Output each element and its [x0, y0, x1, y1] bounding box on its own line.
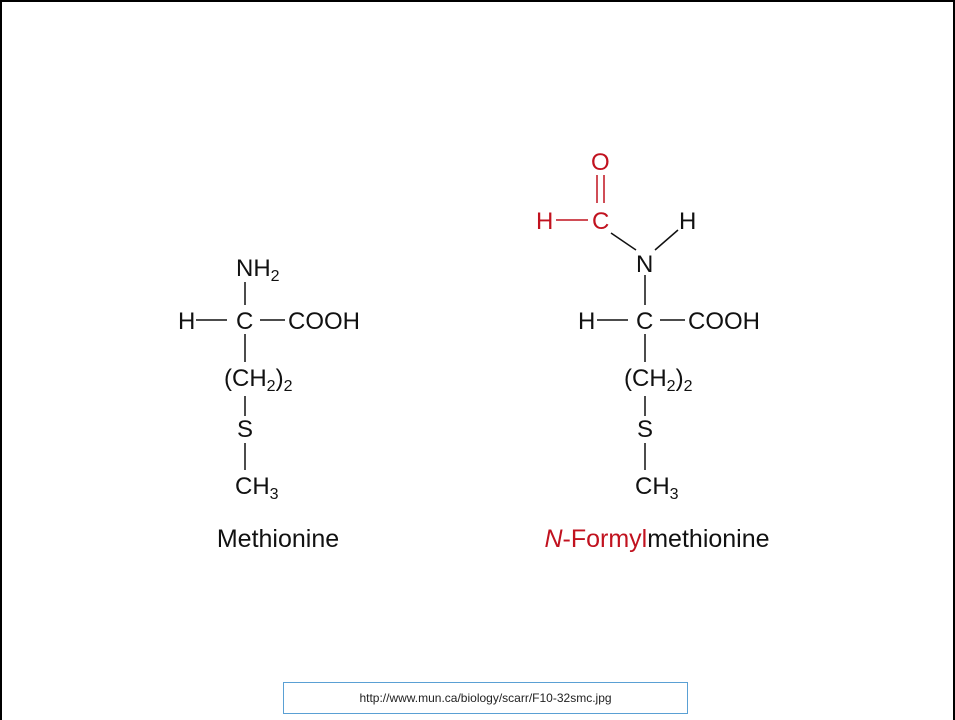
bond-formyl-c-n — [610, 232, 637, 251]
formylmethionine-structure: O H C H N H C COOH (CH2)2 S CH3 N-Formyl… — [536, 149, 770, 553]
amino-group-label: NH2 — [236, 255, 280, 285]
hydrogen-label: H — [578, 308, 595, 335]
hydrogen-label: H — [178, 308, 195, 335]
nitrogen-label: N — [636, 251, 653, 278]
methionine-name: Methionine — [217, 525, 339, 553]
carboxyl-label: COOH — [688, 308, 760, 335]
methyl-label: CH3 — [635, 473, 679, 503]
formyl-oxygen-label: O — [591, 149, 610, 176]
formyl-hydrogen-label: H — [536, 208, 553, 235]
amide-hydrogen-label: H — [679, 208, 696, 235]
bond-h-n — [654, 229, 679, 251]
formyl-carbon-label: C — [592, 208, 609, 235]
alpha-carbon-label: C — [236, 308, 253, 335]
carboxyl-label: COOH — [288, 308, 360, 335]
sulfur-label: S — [237, 416, 253, 443]
alpha-carbon-label: C — [636, 308, 653, 335]
sulfur-label: S — [637, 416, 653, 443]
methyl-label: CH3 — [235, 473, 279, 503]
side-chain-label: (CH2)2 — [224, 365, 293, 395]
formylmethionine-name: N-Formylmethionine — [544, 525, 769, 553]
methionine-structure: NH2 H C COOH (CH2)2 S CH3 Methionine — [178, 255, 360, 553]
source-url[interactable]: http://www.mun.ca/biology/scarr/F10-32sm… — [283, 682, 688, 714]
side-chain-label: (CH2)2 — [624, 365, 693, 395]
